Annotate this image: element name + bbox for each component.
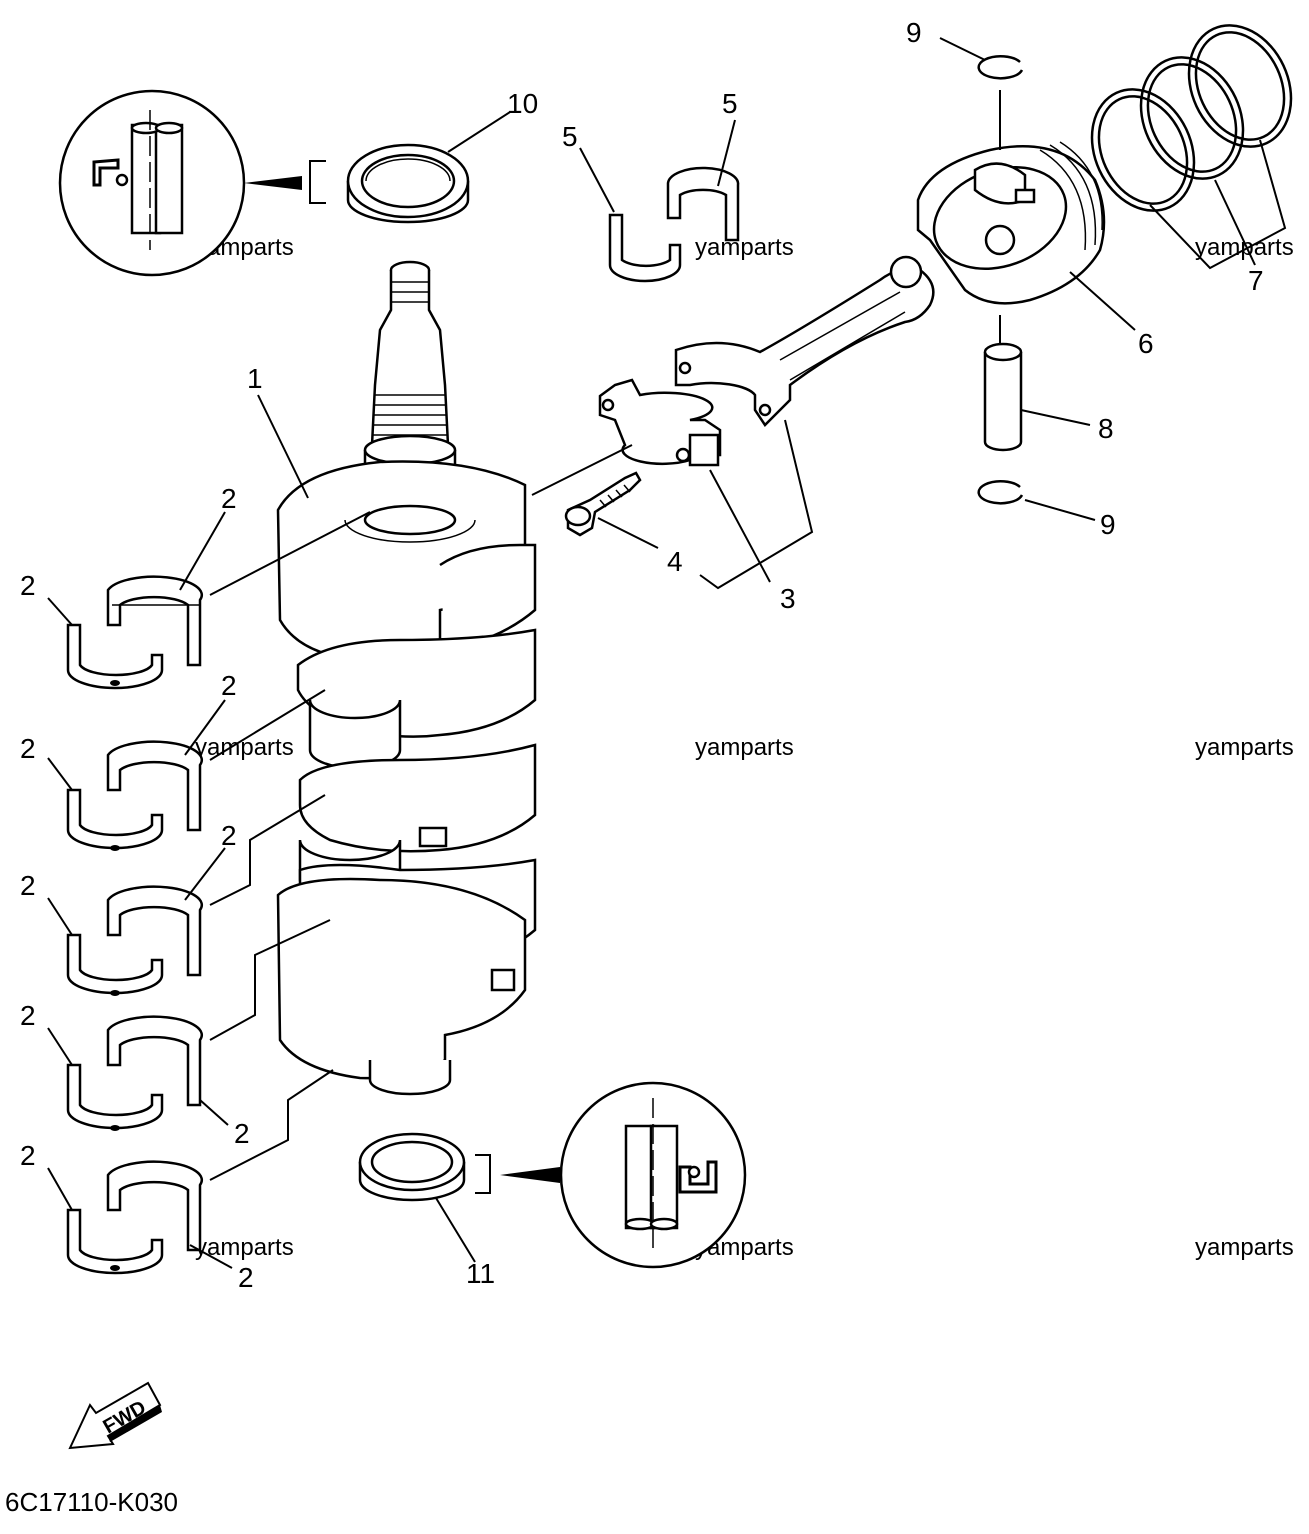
crankshaft-1 [276,260,537,1096]
callout-2: 2 [221,820,237,851]
callout-2: 2 [221,670,237,701]
callout-4: 4 [667,546,683,577]
callout-2: 2 [20,733,36,764]
callout-2: 2 [234,1118,250,1149]
callout-8: 8 [1098,413,1114,444]
piston-rings-7 [1090,24,1293,270]
callout-6: 6 [1138,328,1154,359]
callout-9: 9 [906,17,922,48]
callout-5: 5 [562,121,578,152]
callout-10: 10 [507,88,538,119]
conrod-bearing-5 [579,119,740,283]
watermark: yamparts [1195,1234,1294,1261]
callout-7: 7 [1248,265,1264,296]
watermark: yamparts [695,234,794,261]
callout-5: 5 [722,88,738,119]
main-bearings-2 [47,511,371,1275]
piston-pin-clip-9 [939,37,1096,521]
oil-seal-10 [346,111,511,224]
callout-2: 2 [20,1000,36,1031]
piston-6 [916,90,1136,345]
callout-numbers: 1 2 2 2 2 2 2 2 2 2 2 3 4 5 5 6 7 8 9 9 … [20,17,1264,1293]
callout-2: 2 [238,1262,254,1293]
callout-2: 2 [20,1140,36,1171]
callout-2: 2 [221,483,237,514]
callout-11: 11 [466,1258,495,1289]
callout-9: 9 [1100,509,1116,540]
callout-3: 3 [780,583,796,614]
callout-2: 2 [20,570,36,601]
oil-seal-11 [358,1132,560,1263]
watermark: yamparts [695,734,794,761]
connecting-rod [531,255,935,590]
seal-detail-top [58,89,326,277]
diagram-code: 6C17110-K030 [5,1487,178,1517]
piston-pin-8 [983,342,1091,452]
watermark: yamparts [1195,234,1294,261]
callout-2: 2 [20,870,36,901]
fwd-arrow-icon: FWD [68,1381,162,1450]
callout-1: 1 [247,363,263,394]
watermark: yamparts [1195,734,1294,761]
watermarks: yamparts yamparts yamparts yamparts yamp… [195,234,1294,1261]
seal-detail-bottom [149,110,747,1269]
